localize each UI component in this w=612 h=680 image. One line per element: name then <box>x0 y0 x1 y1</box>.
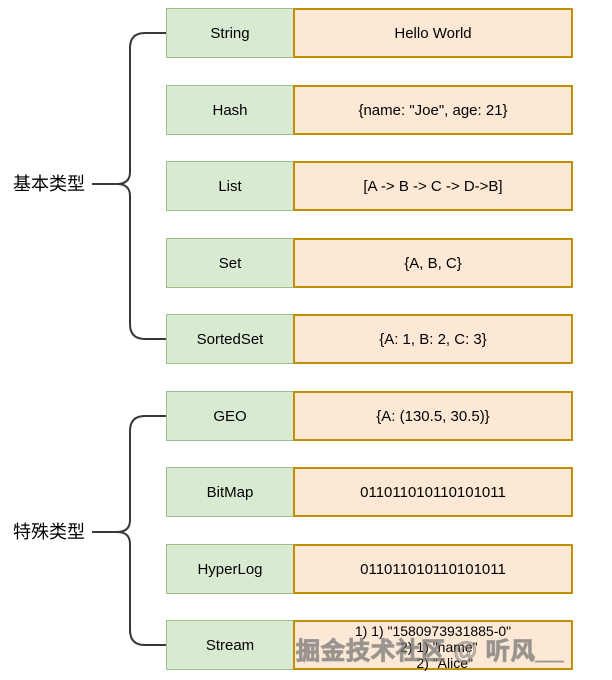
type-value-cell: [A -> B -> C -> D->B] <box>293 161 573 211</box>
type-value-cell: {name: "Joe", age: 21} <box>293 85 573 135</box>
type-name-cell: List <box>166 161 293 211</box>
value-line: 1) 1) "1580973931885-0" <box>354 623 512 639</box>
type-name-cell: Hash <box>166 85 293 135</box>
type-name-cell: HyperLog <box>166 544 293 594</box>
group-label-special-types: 特殊类型 <box>13 522 85 542</box>
type-value-cell: {A: 1, B: 2, C: 3} <box>293 314 573 364</box>
type-row-set: Set{A, B, C} <box>166 238 573 288</box>
type-value-cell: {A, B, C} <box>293 238 573 288</box>
type-row-list: List[A -> B -> C -> D->B] <box>166 161 573 211</box>
type-name-cell: GEO <box>166 391 293 441</box>
type-value-cell: 011011010110101011 <box>293 544 573 594</box>
type-row-sortedset: SortedSet{A: 1, B: 2, C: 3} <box>166 314 573 364</box>
basic-types-bracket <box>92 32 166 340</box>
type-value-cell: Hello World <box>293 8 573 58</box>
type-value-cell: 1) 1) "1580973931885-0" 2) 1) "name" 2) … <box>293 620 573 671</box>
watermark: 掘金技术社区 @ 听风__ <box>295 638 565 666</box>
type-value-cell: {A: (130.5, 30.5)} <box>293 391 573 441</box>
type-name-cell: String <box>166 8 293 58</box>
type-name-cell: BitMap <box>166 467 293 517</box>
value-line: 2) 1) "name" <box>388 639 478 655</box>
type-value-cell: 011011010110101011 <box>293 467 573 517</box>
group-label-basic-types: 基本类型 <box>13 174 85 194</box>
type-name-cell: SortedSet <box>166 314 293 364</box>
type-name-cell: Stream <box>166 620 293 670</box>
type-row-hash: Hash{name: "Joe", age: 21} <box>166 85 573 135</box>
type-name-cell: Set <box>166 238 293 288</box>
value-line: 2) "Alice" <box>393 655 473 671</box>
type-row-geo: GEO{A: (130.5, 30.5)} <box>166 391 573 441</box>
special-types-bracket <box>92 415 166 646</box>
